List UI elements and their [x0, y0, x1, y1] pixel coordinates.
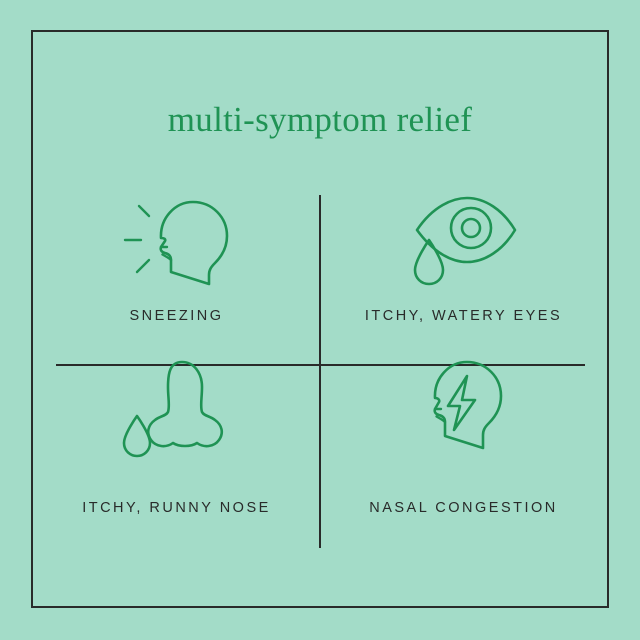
sneezing-head-icon: [117, 182, 237, 290]
symptom-label: SNEEZING: [129, 308, 224, 324]
symptom-label: ITCHY, WATERY EYES: [364, 308, 563, 324]
symptom-label: NASAL CONGESTION: [369, 500, 558, 516]
vertical-divider: [319, 195, 321, 548]
page-title: multi-symptom relief: [167, 100, 473, 139]
quadrant-sneezing: SNEEZING: [33, 32, 320, 324]
symptom-quadrant-grid: SNEEZING ITCHY, WA: [33, 32, 607, 606]
quadrant-itchy-watery-eyes: ITCHY, WATERY EYES: [320, 32, 607, 324]
watery-eye-icon: [405, 182, 523, 290]
quadrant-nasal-congestion: NASAL CONGESTION: [320, 324, 607, 606]
symptom-label: ITCHY, RUNNY NOSE: [82, 500, 271, 516]
quadrant-itchy-runny-nose: ITCHY, RUNNY NOSE: [33, 324, 320, 606]
horizontal-divider: [56, 364, 585, 366]
runny-nose-icon: [118, 352, 236, 460]
head-lightning-bolt-icon: [405, 352, 523, 460]
